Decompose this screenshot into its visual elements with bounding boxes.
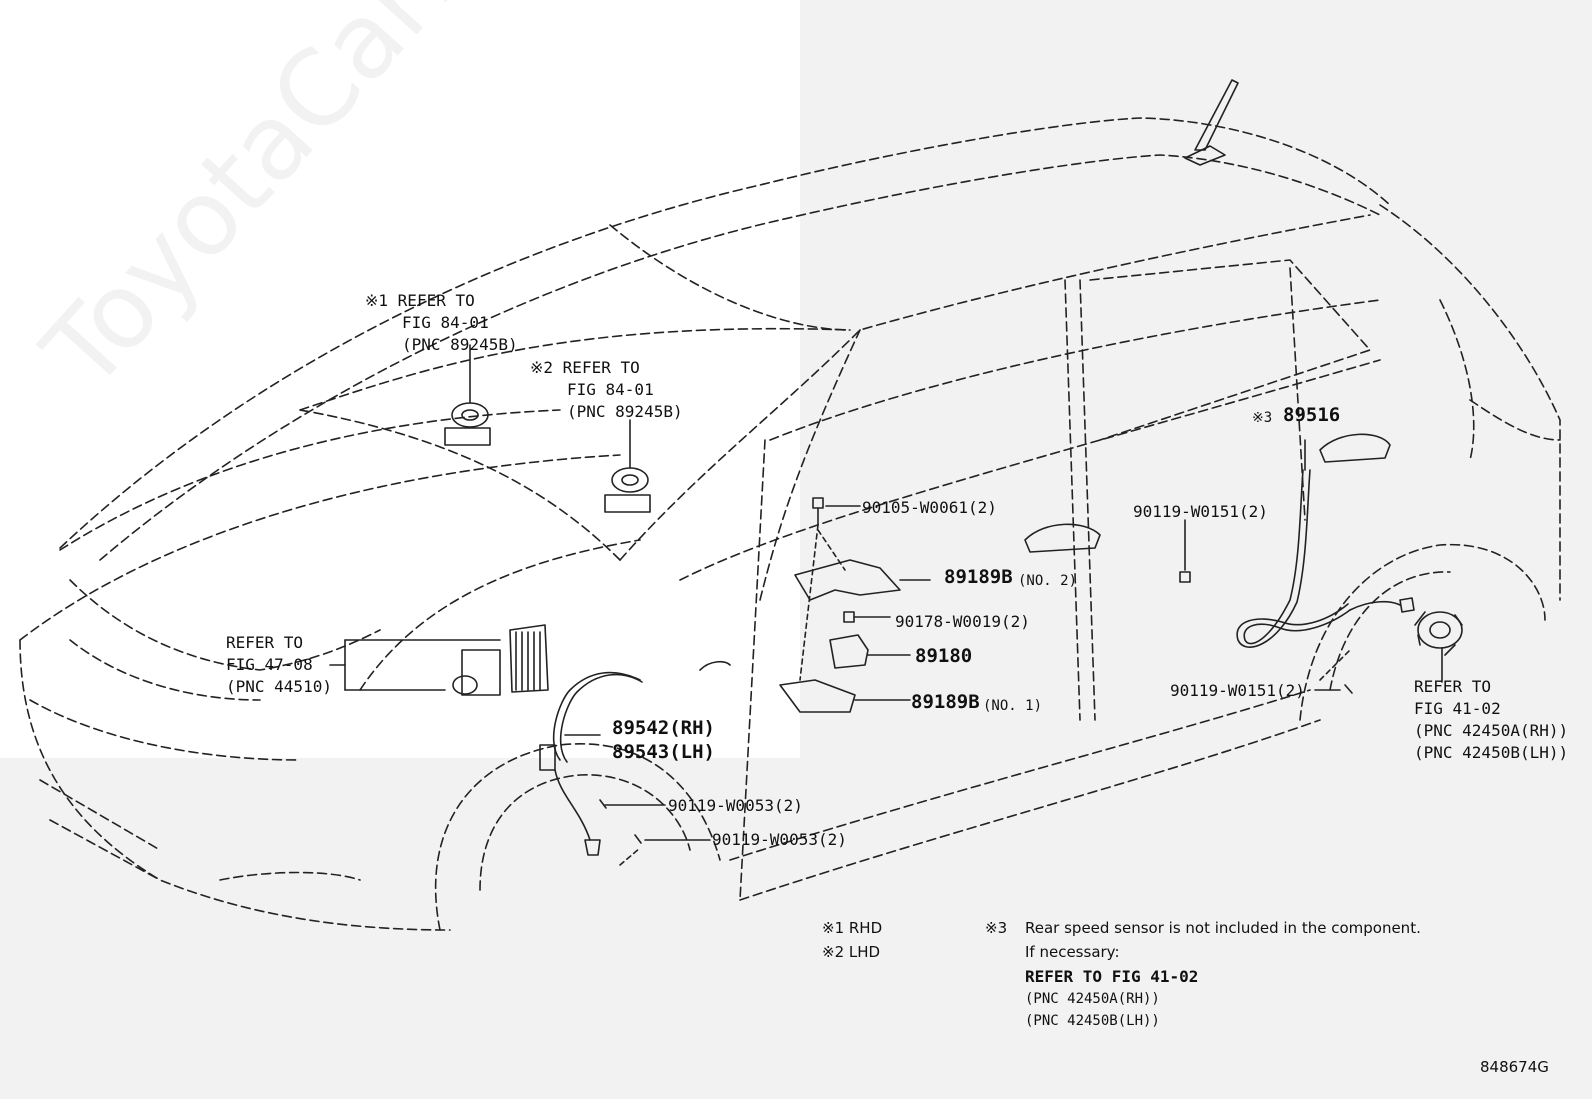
door-handles [699,433,1391,671]
part-mark-89516: ※3 [1252,410,1273,426]
note-3-mark: ※3 [985,919,1008,937]
note-3-line5: (PNC 42450B(LH)) [1025,1013,1160,1029]
part-label-89180: 89180 [915,645,973,667]
part-label-90119-w0053-a: 90119-W0053(2) [668,796,803,815]
part-label-89516: 89516 [1283,404,1341,426]
part-label-90105-w0061: 90105-W0061(2) [862,498,997,517]
note-3-line2: If necessary: [1025,943,1120,961]
callout-yaw-lhd-line3: (PNC 89245B) [567,402,683,421]
background-panel-right [800,0,1592,1099]
part-label-89543-lh: 89543(LH) [612,741,715,763]
abs-actuator [329,624,549,696]
part-note-no1: (NO. 1) [983,698,1043,714]
part-label-90119-w0053-b: 90119-W0053(2) [712,830,847,849]
part-label-89189b-no2: 89189B [944,566,1013,588]
rear-hub [1414,611,1463,683]
callout-yaw-lhd-line1: ※2 REFER TO [530,358,640,377]
part-label-90119-w0151-a: 90119-W0151(2) [1133,502,1268,521]
yaw-sensor-lhd [604,419,651,513]
callout-abs-line1: REFER TO [226,633,304,652]
note-lhd: ※2 LHD [822,943,881,961]
callout-yaw-rhd-line3: (PNC 89245B) [402,335,518,354]
sensor-bracket-no2 [794,559,931,601]
bolts-middle [799,497,891,681]
callout-hub-line2: FIG 41-02 [1414,699,1501,718]
note-3-line1: Rear speed sensor is not included in the… [1025,919,1421,937]
callout-hub-line3: (PNC 42450A(RH)) [1414,721,1569,740]
note-3-line3: REFER TO FIG 41-02 [1025,967,1199,986]
note-rhd: ※1 RHD [822,919,883,937]
callout-yaw-rhd-line1: ※1 REFER TO [365,291,475,310]
antenna [1184,79,1239,166]
car-body-outline [19,117,1561,931]
part-label-89542-rh: 89542(RH) [612,717,715,739]
part-label-90178-w0019: 90178-W0019(2) [895,612,1030,631]
rear-speed-sensor [1179,439,1415,694]
note-3-line4: (PNC 42450A(RH)) [1025,991,1160,1007]
part-label-89189b-no1: 89189B [911,691,980,713]
callout-yaw-rhd-line2: FIG 84-01 [402,313,489,332]
callout-hub-line4: (PNC 42450B(LH)) [1414,743,1569,762]
callout-abs-line2: FIG 47-08 [226,655,313,674]
yaw-sensor-rhd [444,344,491,446]
sensor-bracket-no1 [779,679,911,713]
part-note-no2: (NO. 2) [1018,573,1078,589]
callout-yaw-lhd-line2: FIG 84-01 [567,380,654,399]
sensor-89180 [829,634,911,669]
front-speed-sensor [539,671,711,866]
callout-hub-line1: REFER TO [1414,677,1492,696]
callout-abs-line3: (PNC 44510) [226,677,332,696]
part-label-90119-w0151-b: 90119-W0151(2) [1170,681,1305,700]
diagram-id: 848674G [1480,1058,1549,1076]
